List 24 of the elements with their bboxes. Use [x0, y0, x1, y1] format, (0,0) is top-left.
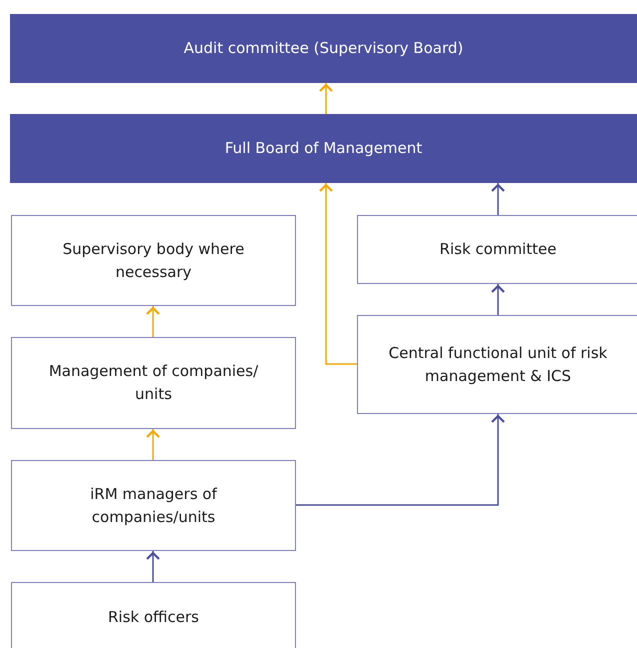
- process-box: [11, 582, 296, 648]
- header-band: [10, 14, 637, 83]
- process-box: [11, 215, 296, 306]
- box-label: Management of companies/ units: [48, 361, 260, 405]
- arrow: [146, 306, 160, 337]
- process-box: [357, 215, 637, 284]
- box-label: iRM managers of companies/units: [89, 484, 218, 528]
- process-box: [357, 315, 637, 414]
- box-label: Risk officers: [107, 606, 200, 628]
- arrow: [318, 183, 357, 365]
- header-band: [10, 114, 637, 183]
- arrow: [146, 551, 160, 582]
- arrow: [490, 183, 506, 215]
- box-label: Central functional unit of risk management & ICS: [388, 342, 608, 386]
- arrow: [296, 414, 506, 506]
- box-label: Risk committee: [438, 239, 558, 260]
- arrow: [146, 429, 160, 460]
- box-label: Supervisory body where necessary: [62, 238, 246, 282]
- process-box: [11, 337, 296, 429]
- arrow: [318, 83, 334, 114]
- box-label: Full Board of Management: [224, 138, 424, 159]
- box-label: Audit committee (Supervisory Board): [182, 38, 464, 59]
- arrow: [490, 284, 506, 315]
- process-box: [11, 460, 296, 551]
